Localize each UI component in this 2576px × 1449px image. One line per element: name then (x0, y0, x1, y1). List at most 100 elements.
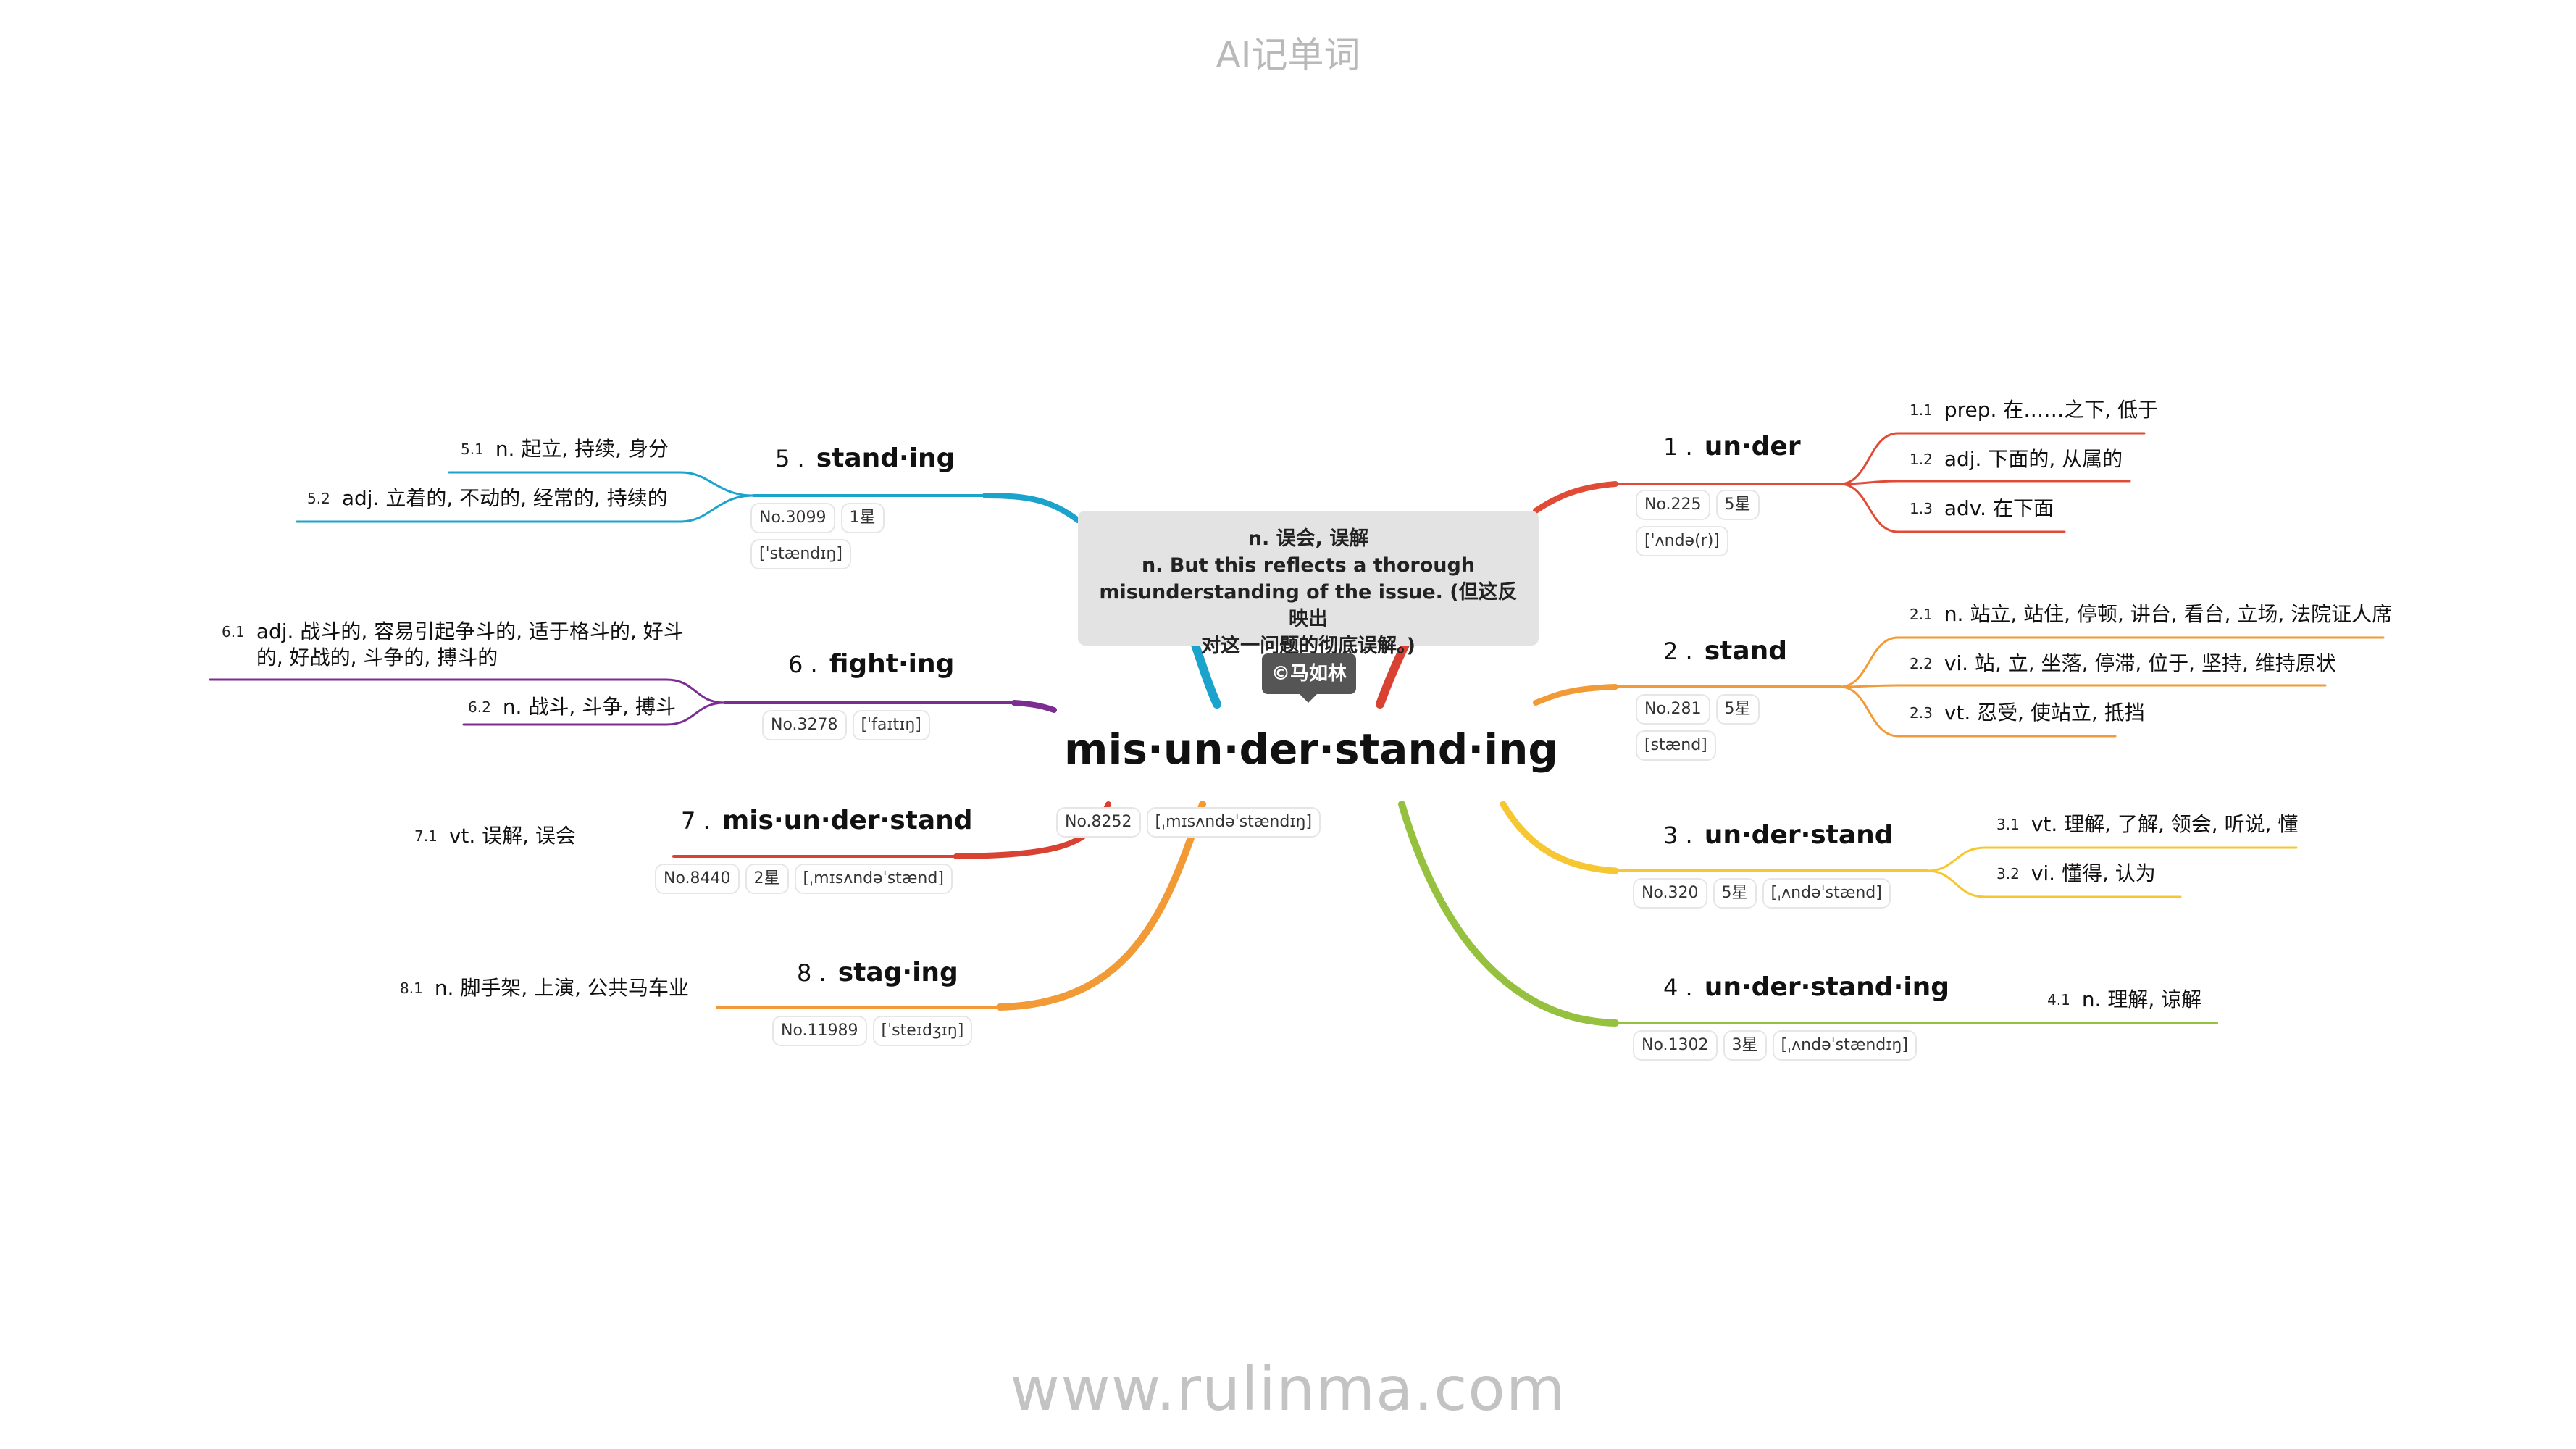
leaf-line-1-1 (1839, 432, 2146, 485)
branch-word: stand·ing (816, 443, 955, 473)
star-tag: 5星 (1715, 694, 1760, 724)
rank-tag: No.3278 (762, 710, 847, 740)
leaf-line-2-3 (1839, 685, 2117, 738)
leaf-index: 4.1 (2047, 991, 2070, 1009)
definition-note: n. 误会, 误解 n. But this reflects a thoroug… (1078, 511, 1539, 657)
branch-4-title[interactable]: 4 .un·der·stand·ing (1663, 972, 1949, 1002)
branch-5-title[interactable]: 5 .stand·ing (775, 443, 955, 473)
leaf-8-1[interactable]: 8.1 n. 脚手架, 上演, 公共马车业 (400, 975, 689, 1001)
branch-number: 6 . (788, 651, 818, 678)
branch-1-title[interactable]: 1 . un·der (1663, 432, 1801, 462)
branch-1-tags: No.225 5星 [ˈʌndə(r)] (1636, 490, 1824, 556)
branch-3-tags: No.320 5星 [ˌʌndəˈstænd] (1633, 878, 1891, 909)
rank-tag: No.8440 (655, 864, 740, 894)
leaf-index: 5.1 (461, 440, 484, 458)
leaf-2-3[interactable]: 2.3 vt. 忍受, 使站立, 抵挡 (1910, 700, 2145, 726)
phonetic-tag: [ˌʌndəˈstænd] (1762, 878, 1891, 909)
leaf-text: adj. 战斗的, 容易引起争斗的, 适于格斗的, 好斗的, 好战的, 斗争的,… (256, 619, 684, 669)
leaf-4-1[interactable]: 4.1 n. 理解, 谅解 (2047, 987, 2201, 1013)
star-tag: 2星 (745, 864, 789, 894)
branch-8-title[interactable]: 8 . stag·ing (797, 958, 958, 987)
leaf-index: 3.1 (1996, 816, 2020, 833)
branch-number: 1 . (1663, 433, 1693, 461)
branch-3-title[interactable]: 3 .un·der·stand (1663, 820, 1894, 850)
branch-number: 8 . (797, 959, 827, 987)
rank-tag: No.11989 (772, 1016, 867, 1046)
leaf-index: 2.2 (1910, 655, 1933, 672)
phonetic-tag: [ˈfaɪtɪŋ] (852, 710, 930, 740)
leaf-6-1[interactable]: 6.1 adj. 战斗的, 容易引起争斗的, 适于格斗的, 好斗的, 好战的, 斗… (222, 619, 685, 671)
leaf-1-1[interactable]: 1.1 prep. 在……之下, 低于 (1910, 397, 2158, 423)
leaf-index: 2.3 (1910, 704, 1933, 722)
branch-number: 7 . (681, 807, 711, 835)
leaf-index: 6.1 (222, 623, 245, 640)
leaf-text: n. 起立, 持续, 身分 (495, 437, 669, 461)
leaf-text: n. 理解, 谅解 (2081, 987, 2202, 1011)
leaf-line-1-3 (1839, 483, 2066, 533)
leaf-line-3-2 (1925, 869, 2182, 898)
phonetic-tag: [ˈsteɪdʒɪŋ] (872, 1016, 973, 1046)
branch-number: 2 . (1663, 638, 1693, 665)
spoke-1 (1533, 481, 1618, 514)
leaf-index: 7.1 (414, 827, 438, 845)
branch-number: 4 . (1663, 974, 1693, 1001)
leaf-index: 8.1 (400, 980, 423, 997)
leaf-line-2-2 (1839, 684, 2327, 688)
spoke-7b (1376, 640, 1410, 709)
leaf-3-1[interactable]: 3.1 vt. 理解, 了解, 领会, 听说, 懂 (1996, 811, 2298, 838)
spoke-5 (982, 493, 1081, 523)
branch-word: un·der (1704, 432, 1801, 462)
branch-word: stand (1704, 636, 1788, 666)
branch-6-title[interactable]: 6 .fight·ing (788, 649, 954, 679)
spoke-5b (1191, 640, 1221, 709)
phonetic-tag: [ˌmɪsʌndəˈstændɪŋ] (1146, 807, 1321, 838)
star-tag: 5星 (1713, 878, 1757, 909)
rank-tag: No.320 (1633, 878, 1707, 909)
leaf-text: n. 脚手架, 上演, 公共马车业 (434, 976, 689, 1000)
central-word[interactable]: mis·un·der·stand·ing (1064, 724, 1558, 774)
note-line: 对这一问题的彻底误解。) (1201, 635, 1415, 657)
spoke-4 (1398, 801, 1619, 1027)
branch-4-tags: No.1302 3星 [ˌʌndəˈstændɪŋ] (1633, 1030, 1917, 1061)
leaf-2-2[interactable]: 2.2 vi. 站, 立, 坐落, 停滞, 位于, 坚持, 维持原状 (1910, 651, 2336, 677)
branch-8-tags: No.11989 [ˈsteɪdʒɪŋ] (772, 1016, 973, 1046)
leaf-text: vi. 懂得, 认为 (2031, 861, 2156, 885)
note-line: n. But this reflects a thorough (1141, 554, 1476, 577)
branch-word: mis·un·der·stand (722, 806, 973, 835)
leaf-5-1[interactable]: 5.1 n. 起立, 持续, 身分 (461, 436, 669, 462)
rank-tag: No.8252 (1056, 807, 1141, 838)
leaf-text: prep. 在……之下, 低于 (1944, 398, 2159, 422)
leaf-line-3-1 (1925, 846, 2298, 872)
leaf-text: vt. 忍受, 使站立, 抵挡 (1944, 701, 2145, 724)
branch-word: stag·ing (837, 958, 958, 987)
central-tags: No.8252 [ˌmɪsʌndəˈstændɪŋ] (1056, 807, 1321, 838)
leaf-line-5-1 (448, 471, 755, 497)
branch-7-title[interactable]: 7 . mis·un·der·stand (681, 806, 973, 835)
leaf-line-6-1 (209, 678, 726, 704)
leaf-text: vi. 站, 立, 坐落, 停滞, 位于, 坚持, 维持原状 (1944, 651, 2336, 675)
leaf-index: 1.1 (1910, 401, 1933, 419)
leaf-text: n. 战斗, 斗争, 搏斗 (502, 695, 676, 719)
rank-tag: No.1302 (1633, 1030, 1718, 1061)
phonetic-tag: [stænd] (1636, 730, 1716, 761)
star-tag: 5星 (1715, 490, 1760, 520)
note-line: n. 误会, 误解 (1247, 527, 1369, 550)
author-badge: ©马如林 (1262, 653, 1356, 703)
branch-6-tags: No.3278 [ˈfaɪtɪŋ] (762, 710, 930, 740)
branch-word: un·der·stand (1704, 820, 1894, 850)
app-title: AI记单词 (1216, 34, 1360, 76)
branch-5-tags: No.3099 1星 [ˈstændɪŋ] (750, 503, 924, 569)
leaf-index: 1.3 (1910, 500, 1933, 517)
spoke-3 (1500, 801, 1619, 874)
leaf-text: vt. 理解, 了解, 领会, 听说, 懂 (2031, 812, 2299, 836)
leaf-line-5-2 (296, 494, 755, 523)
branch-2-title[interactable]: 2 . stand (1663, 636, 1787, 666)
leaf-index: 2.1 (1910, 606, 1933, 623)
